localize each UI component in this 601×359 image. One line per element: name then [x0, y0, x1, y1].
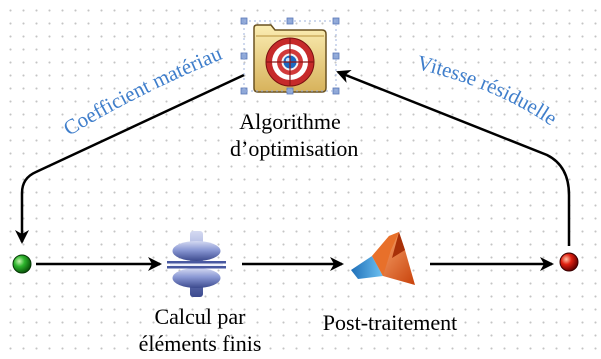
solver-block-icon[interactable] [167, 231, 226, 297]
optimizer-label-line2: d’optimisation [230, 136, 359, 161]
fem-label: Calcul par éléments finis [128, 303, 272, 357]
edge-label-left: Coefficient matériau [59, 41, 226, 141]
feedback-connector-right[interactable] [336, 69, 571, 246]
feedback-connector-left[interactable] [15, 73, 245, 244]
selection-outline [243, 20, 337, 92]
end-port[interactable] [559, 252, 579, 272]
start-port[interactable] [12, 254, 32, 274]
fem-label-line1: Calcul par [154, 304, 246, 329]
matlab-logo-icon[interactable] [351, 232, 415, 285]
fem-label-line2: éléments finis [138, 331, 262, 356]
optimizer-label-line1: Algorithme [239, 109, 341, 134]
edge-label-right: Vitesse résiduelle [415, 50, 562, 130]
post-label: Post-traitement [306, 309, 474, 336]
optimizer-label: Algorithme d’optimisation [230, 108, 359, 162]
target-folder-icon[interactable] [253, 24, 327, 93]
post-label-line1: Post-traitement [322, 310, 458, 335]
